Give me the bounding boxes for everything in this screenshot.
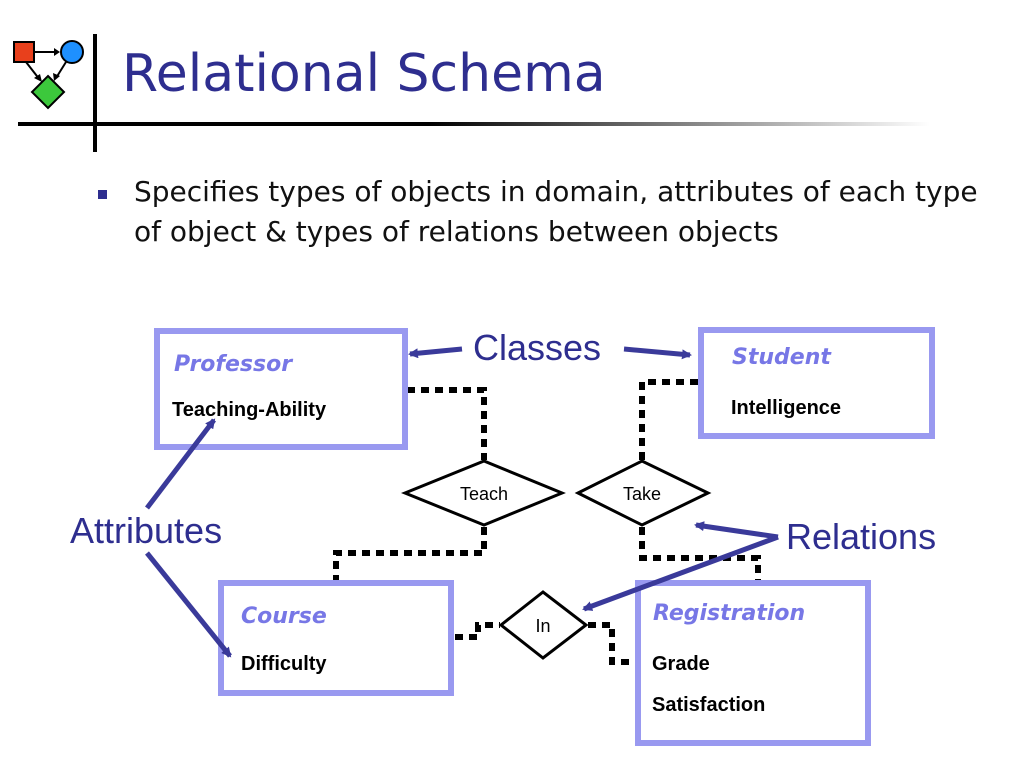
class-registration: Registration Grade Satisfaction [635, 580, 871, 746]
class-name: Registration [653, 601, 805, 626]
class-course: Course Difficulty [218, 580, 454, 696]
arrow-classes-to-student [623, 346, 692, 360]
connector-in-registration [588, 622, 636, 665]
class-professor: Professor Teaching-Ability [154, 328, 408, 450]
relation-diamond [574, 459, 712, 527]
callout-arrows [145, 346, 779, 658]
class-name: Course [241, 604, 327, 629]
relation-diamond [498, 590, 589, 660]
attribute-label: Difficulty [241, 653, 327, 675]
relation-diamond [401, 459, 566, 527]
callout-attributes: Attributes [70, 510, 222, 551]
slide-title: Relational Schema [122, 44, 606, 104]
arrow-classes-to-professor [408, 346, 463, 359]
class-name: Student [732, 345, 832, 370]
bullet-marker [98, 190, 107, 199]
logo-icon [13, 40, 84, 110]
bullet-text: Specifies types of objects in domain, at… [134, 175, 978, 248]
attribute-label: Teaching-Ability [172, 399, 327, 421]
attribute-label: Grade [652, 653, 710, 675]
connector-student-take [639, 379, 698, 460]
relation-label: Take [623, 484, 661, 504]
arrow-attributes-to-teaching-ability [145, 418, 216, 510]
relation-label: Teach [460, 484, 508, 504]
relation-connectors [333, 379, 761, 665]
arrow-relations-to-take [694, 521, 779, 540]
arrow-relations-to-in [582, 534, 779, 612]
title-vertical-rule [93, 34, 97, 152]
class-box [154, 328, 408, 450]
arrow-attributes-to-difficulty [145, 551, 232, 658]
class-box [635, 580, 871, 746]
connector-take-registration [639, 527, 761, 580]
connector-teach-course [333, 527, 487, 580]
connector-professor-teach [407, 387, 487, 460]
class-student: Student Intelligence [698, 327, 935, 439]
callout-classes: Classes [473, 327, 601, 368]
relation-in: In [498, 590, 589, 660]
class-box [698, 327, 935, 439]
class-name: Professor [174, 352, 293, 377]
relation-take: Take [574, 459, 712, 527]
attribute-label: Satisfaction [652, 694, 765, 716]
class-box [218, 580, 454, 696]
title-horizontal-rule [18, 122, 930, 126]
relation-label: In [535, 616, 550, 636]
relation-teach: Teach [401, 459, 566, 527]
callout-relations: Relations [786, 516, 936, 557]
connector-course-in [455, 622, 500, 640]
attribute-label: Intelligence [731, 397, 841, 419]
